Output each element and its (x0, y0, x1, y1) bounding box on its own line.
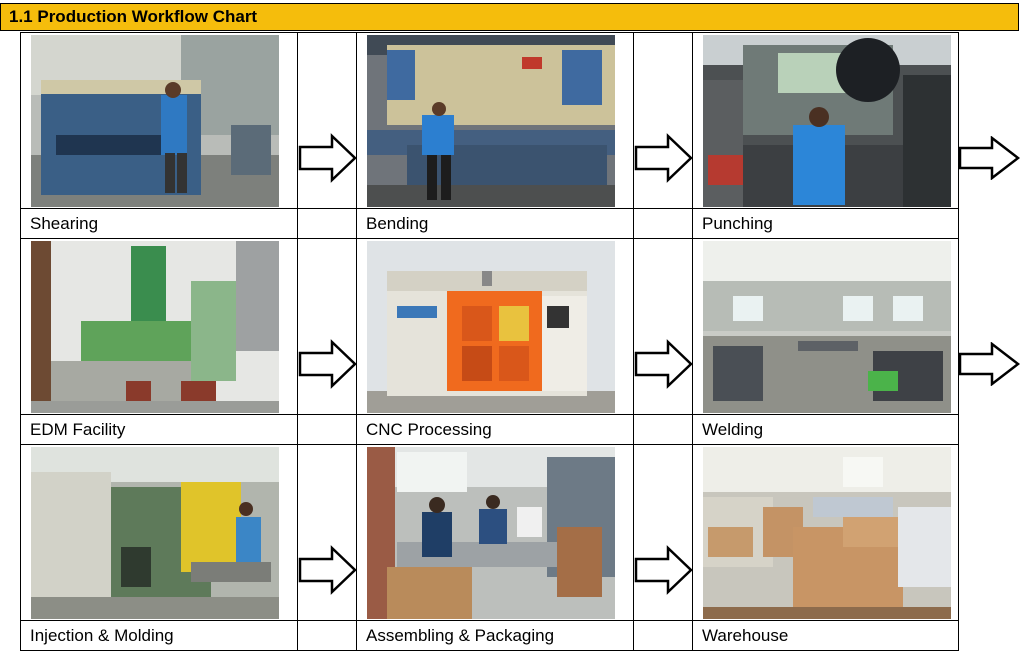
step-label: Shearing (20, 208, 298, 239)
assembly-line-photo (367, 447, 615, 619)
arrow-cell (297, 238, 357, 415)
section-title: 1.1 Production Workflow Chart (9, 7, 258, 26)
label-row: Injection & Molding Assembling & Packagi… (20, 620, 959, 651)
step-photo-cell (356, 444, 634, 621)
arrow-cell (633, 238, 693, 415)
step-label: Bending (356, 208, 634, 239)
arrow-right-icon (958, 342, 1020, 386)
arrow-right-icon (298, 545, 357, 595)
step-photo-cell (356, 238, 634, 415)
empty-cell (297, 620, 357, 651)
arrow-cell (633, 32, 693, 209)
arrow-right-icon (634, 339, 693, 389)
empty-cell (633, 414, 693, 445)
section-header: 1.1 Production Workflow Chart (0, 3, 1019, 31)
punch-press-photo (703, 35, 951, 207)
step-label: Warehouse (692, 620, 959, 651)
step-label: EDM Facility (20, 414, 298, 445)
step-photo-cell (692, 444, 959, 621)
empty-cell (633, 620, 693, 651)
step-label: Punching (692, 208, 959, 239)
step-label: CNC Processing (356, 414, 634, 445)
step-photo-cell (356, 32, 634, 209)
arrow-right-icon (298, 133, 357, 183)
arrow-right-icon (634, 133, 693, 183)
step-photo-cell (20, 238, 298, 415)
empty-cell (633, 208, 693, 239)
arrow-right-icon (634, 545, 693, 595)
step-photo-cell (20, 444, 298, 621)
workflow-grid: Shearing Bending Punching (20, 32, 959, 651)
arrow-right-icon (298, 339, 357, 389)
warehouse-photo (703, 447, 951, 619)
step-photo-cell (692, 238, 959, 415)
shearing-machine-photo (31, 35, 279, 207)
step-label: Injection & Molding (20, 620, 298, 651)
photo-row (20, 32, 959, 209)
photo-row (20, 444, 959, 621)
injection-molding-photo (31, 447, 279, 619)
label-row: EDM Facility CNC Processing Welding (20, 414, 959, 445)
cnc-machine-photo (367, 241, 615, 413)
arrow-cell (297, 32, 357, 209)
step-label: Welding (692, 414, 959, 445)
empty-cell (297, 208, 357, 239)
label-row: Shearing Bending Punching (20, 208, 959, 239)
photo-row (20, 238, 959, 415)
edm-machine-photo (31, 241, 279, 413)
step-label: Assembling & Packaging (356, 620, 634, 651)
welding-workshop-photo (703, 241, 951, 413)
arrow-right-icon (958, 136, 1020, 180)
step-photo-cell (692, 32, 959, 209)
step-photo-cell (20, 32, 298, 209)
arrow-cell (633, 444, 693, 621)
empty-cell (297, 414, 357, 445)
press-brake-photo (367, 35, 615, 207)
arrow-cell (297, 444, 357, 621)
